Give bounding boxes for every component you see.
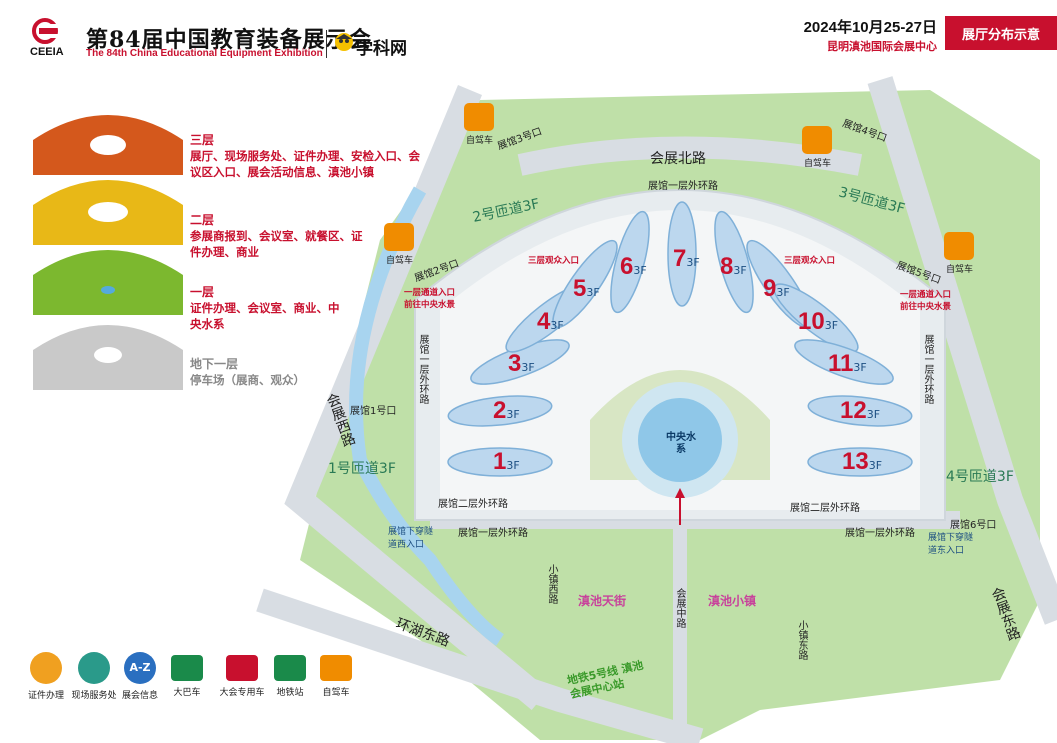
center-road-label: 会展中路	[674, 588, 685, 628]
car-icon	[944, 232, 974, 260]
tunnel-east-label: 展馆下穿隧道东入口	[928, 533, 974, 556]
gate-1-label: 展馆1号口	[350, 406, 397, 417]
ceeia-logo	[30, 18, 60, 46]
event-date: 2024年10月25-27日	[803, 19, 937, 36]
ring2-road-bottom-w: 展馆二层外环路	[438, 499, 508, 510]
legend-id-card: 证件办理	[16, 652, 76, 701]
header-divider	[326, 30, 327, 58]
legend-bus: 大巴车	[157, 652, 217, 698]
xiaozhen-label: 滇池小镇	[708, 594, 757, 608]
service-chat-icon	[78, 652, 110, 684]
ring-road-top: 展馆一层外环路	[648, 181, 718, 192]
legend-shuttle: 大会专用车	[212, 652, 272, 698]
page-subtitle: The 84th China Educational Equipment Exh…	[86, 48, 323, 59]
hall-12: 123F	[840, 397, 881, 424]
gate-6-label: 展馆6号口	[950, 520, 997, 531]
venue-map	[256, 76, 1057, 743]
floor-2-info: 二层 参展商报到、会议室、就餐区、证件办理、商业	[190, 212, 370, 260]
car-icon	[384, 223, 414, 251]
town-east-road-label: 小镇东路	[796, 620, 807, 660]
entrance-3f-east-label: 三层观众入口	[784, 256, 836, 266]
tunnel-west-label: 展馆下穿隧道西入口	[388, 527, 434, 550]
floor-b1-desc: 停车场（展商、观众）	[190, 373, 305, 387]
ramp-1-label: 1号匝道3F	[328, 461, 396, 477]
map-badge: 展厅分布示意	[945, 16, 1057, 50]
floor-3-info: 三层 展厅、现场服务处、证件办理、安检入口、会议区入口、展会活动信息、滇池小镇	[190, 132, 420, 180]
car-icon	[802, 126, 832, 154]
hall-4: 43F	[537, 308, 564, 335]
car-label-n-w: 自驾车	[466, 136, 494, 146]
hall-11: 113F	[828, 350, 867, 377]
floor-b1-info: 地下一层 停车场（展商、观众）	[190, 356, 330, 388]
hall-13: 133F	[842, 448, 883, 475]
ring-road-bottom-w: 展馆一层外环路	[458, 528, 528, 539]
town-west-road-label: 小镇西路	[546, 564, 557, 604]
car-icon	[320, 655, 352, 681]
car-icon	[464, 103, 494, 131]
page-title: 第84届中国教育装备展示会	[86, 27, 372, 53]
floor-1-desc: 证件办理、会议室、商业、中央水系	[190, 301, 340, 331]
floor-b1-title: 地下一层	[190, 357, 239, 371]
north-road-label: 会展北路	[650, 151, 706, 167]
legend-metro: 地铁站	[260, 652, 320, 698]
hall-5: 53F	[573, 275, 600, 302]
tianjie-label: 滇池天街	[578, 594, 627, 608]
hall-6: 63F	[620, 253, 647, 280]
bus-icon	[171, 655, 203, 681]
partner-name: 学科网	[356, 39, 407, 59]
hall-3: 33F	[508, 350, 535, 377]
floor-2-title: 二层	[190, 213, 215, 227]
car-label-n-e: 自驾车	[804, 159, 832, 169]
ring-road-bottom-e: 展馆一层外环路	[845, 528, 915, 539]
hall-9: 93F	[763, 275, 790, 302]
legend-info: A-Z 展会信息	[110, 652, 170, 701]
az-info-icon: A-Z	[124, 652, 156, 684]
id-card-icon	[30, 652, 62, 684]
event-venue: 昆明滇池国际会展中心	[827, 40, 937, 53]
hall-7: 73F	[673, 245, 700, 272]
car-label-w: 自驾车	[386, 256, 414, 266]
floor-3-desc: 展厅、现场服务处、证件办理、安检入口、会议区入口、展会活动信息、滇池小镇	[190, 149, 420, 179]
org-name: CEEIA	[30, 46, 64, 58]
entrance-3f-west-label: 三层观众入口	[528, 256, 580, 266]
floor-stack-illustration	[33, 115, 183, 390]
central-water-label: 中央水系	[666, 432, 696, 455]
legend-service: 现场服务处	[64, 652, 124, 701]
xueke-logo-icon	[334, 32, 354, 52]
floor-1-info: 一层 证件办理、会议室、商业、中央水系	[190, 284, 340, 332]
ring-road-left: 展馆一层外环路	[417, 334, 428, 404]
legend-car: 自驾车	[306, 652, 366, 698]
passage-east-label: 一层通道入口 前往中央水景	[900, 290, 952, 312]
ramp-4-label: 4号匝道3F	[946, 469, 1014, 485]
ring-road-right: 展馆一层外环路	[922, 334, 933, 404]
shuttle-car-icon	[226, 655, 258, 681]
floor-1-title: 一层	[190, 285, 215, 299]
ring2-road-bottom-e: 展馆二层外环路	[790, 503, 860, 514]
floor-2-desc: 参展商报到、会议室、就餐区、证件办理、商业	[190, 229, 363, 259]
hall-10: 103F	[798, 308, 839, 335]
hall-2: 23F	[493, 397, 520, 424]
passage-west-label: 一层通道入口 前往中央水景	[404, 288, 456, 310]
floor-3-title: 三层	[190, 133, 215, 147]
metro-icon	[274, 655, 306, 681]
hall-8: 83F	[720, 253, 747, 280]
car-label-e: 自驾车	[946, 265, 974, 275]
hall-1: 13F	[493, 448, 520, 475]
